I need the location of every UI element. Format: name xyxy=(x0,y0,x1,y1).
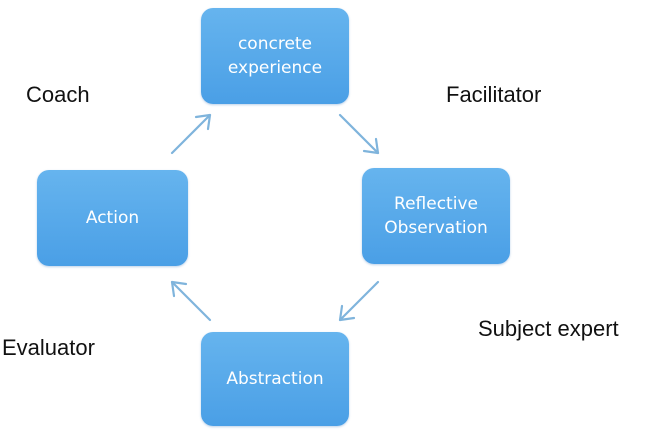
stage-action: Action xyxy=(37,170,188,266)
arrow-action-to-experience xyxy=(170,113,212,155)
arrow-abstraction-to-action xyxy=(170,280,212,322)
stage-reflective-observation-line2: Observation xyxy=(384,218,488,238)
stage-reflective-observation: Reflective Observation xyxy=(362,168,510,264)
stage-concrete-experience: concrete experience xyxy=(201,8,349,104)
arrow-reflective-to-abstraction xyxy=(338,280,380,322)
role-label-facilitator: Facilitator xyxy=(446,82,542,107)
stage-action-label: Action xyxy=(85,208,140,228)
stage-concrete-experience-line2: experience xyxy=(227,58,323,78)
role-label-subject-expert: Subject expert xyxy=(478,316,619,341)
role-label-coach: Coach xyxy=(26,82,90,107)
stage-abstraction-label: Abstraction xyxy=(226,369,324,389)
role-label-evaluator: Evaluator xyxy=(2,335,95,360)
stage-concrete-experience-line1: concrete xyxy=(237,34,313,54)
stage-reflective-observation-line1: Reflective xyxy=(394,194,478,214)
arrow-experience-to-reflective xyxy=(338,113,380,155)
stage-abstraction: Abstraction xyxy=(201,332,349,426)
